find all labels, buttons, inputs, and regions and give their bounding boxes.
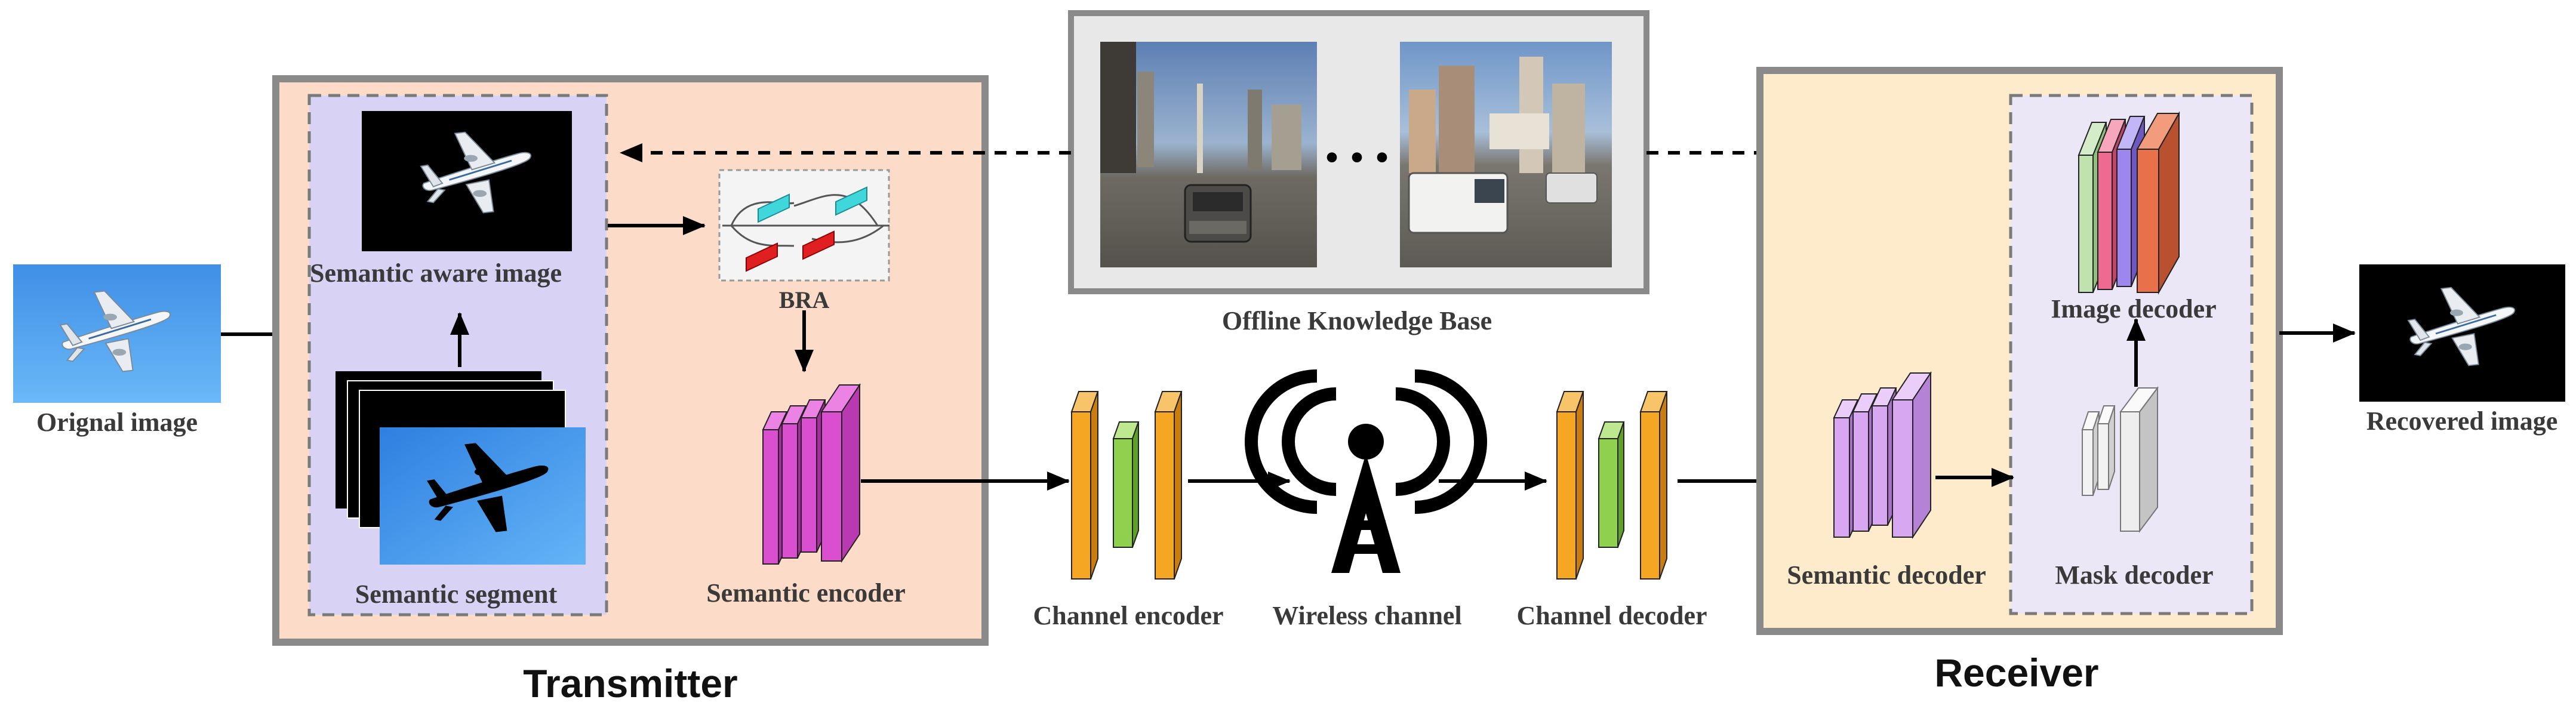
semantic-aware-image-label: Semantic aware image <box>310 258 562 288</box>
street-image-2 <box>1400 42 1612 267</box>
mask-decoder-label: Mask decoder <box>2055 560 2213 590</box>
channel-decoder-label: Channel decoder <box>1517 601 1707 630</box>
recovered-image <box>2359 264 2565 402</box>
transmitter-title: Transmitter <box>523 661 737 705</box>
semantic-segment-label: Semantic segment <box>355 580 558 609</box>
mask-decoder-block <box>2081 386 2159 533</box>
antenna-icon <box>1245 369 1487 573</box>
channel-decoder-block <box>1556 391 1668 580</box>
semantic-decoder-block <box>1833 371 1932 540</box>
street-image-1 <box>1100 42 1317 267</box>
bra-block <box>718 169 890 282</box>
semantic-aware-image <box>362 111 572 251</box>
ellipsis: • • • <box>1325 135 1390 181</box>
image-decoder-block <box>2078 111 2180 295</box>
bra-label: BRA <box>779 286 830 313</box>
recovered-image-label: Recovered image <box>2366 406 2558 436</box>
channel-encoder-label: Channel encoder <box>1033 601 1224 630</box>
receiver-title: Receiver <box>1934 651 2098 695</box>
knowledge-base-label: Offline Knowledge Base <box>1222 306 1492 335</box>
semantic-segment-stack <box>336 371 586 565</box>
knowledge-base-panel: • • • <box>1068 10 1649 294</box>
semantic-encoder-label: Semantic encoder <box>706 578 906 608</box>
channel-encoder-block <box>1070 391 1183 580</box>
semantic-encoder-block <box>762 383 861 565</box>
image-decoder-label: Image decoder <box>2051 294 2216 323</box>
wireless-channel-label: Wireless channel <box>1272 601 1461 630</box>
semantic-decoder-label: Semantic decoder <box>1787 560 1986 590</box>
original-image-label: Orignal image <box>36 408 198 437</box>
original-image <box>13 264 221 403</box>
